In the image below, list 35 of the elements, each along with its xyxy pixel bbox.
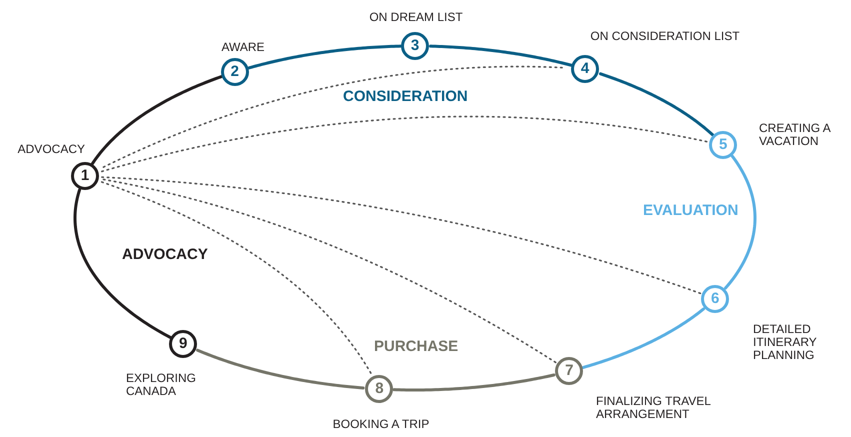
cycle-arc — [392, 374, 556, 392]
dotted-connector — [101, 116, 709, 172]
phase-label: ADVOCACY — [122, 246, 208, 263]
dotted-connector — [101, 176, 702, 294]
cycle-arc — [724, 154, 756, 290]
step-caption: DETAILED ITINERARY PLANNING — [752, 322, 818, 362]
step-number: 9 — [178, 334, 188, 354]
cycle-arc — [582, 307, 706, 370]
cycle-arc — [429, 44, 573, 67]
step-number: 1 — [80, 166, 90, 186]
cycle-arc — [196, 348, 365, 390]
step-caption: EXPLORING CANADA — [126, 372, 198, 398]
phase-label: CONSIDERATION — [343, 88, 468, 105]
step-caption: ON CONSIDERATION LIST — [589, 30, 741, 43]
step-caption: BOOKING A TRIP — [332, 418, 430, 431]
step-caption: ADVOCACY — [16, 143, 85, 156]
phase-label: EVALUATION — [643, 202, 738, 219]
dotted-connector — [100, 181, 373, 376]
step-number: 8 — [374, 379, 385, 400]
step-number: 3 — [410, 36, 420, 56]
step-number: 5 — [718, 135, 728, 156]
cycle-arc — [74, 188, 172, 339]
step-caption: FINALIZING TRAVEL ARRANGEMENT — [596, 394, 712, 421]
step-number: 6 — [710, 288, 720, 309]
step-number: 7 — [564, 361, 575, 382]
step-caption: CREATING A VACATION — [758, 122, 832, 148]
step-caption: ON DREAM LIST — [368, 11, 464, 24]
step-number: 4 — [580, 59, 590, 80]
cycle-arc — [599, 72, 714, 136]
cycle-arc — [248, 44, 402, 70]
dotted-connector — [102, 178, 558, 364]
phase-label: PURCHASE — [374, 338, 458, 355]
cycle-arc — [90, 75, 223, 166]
step-caption: AWARE — [220, 41, 266, 54]
step-number: 2 — [230, 62, 240, 82]
